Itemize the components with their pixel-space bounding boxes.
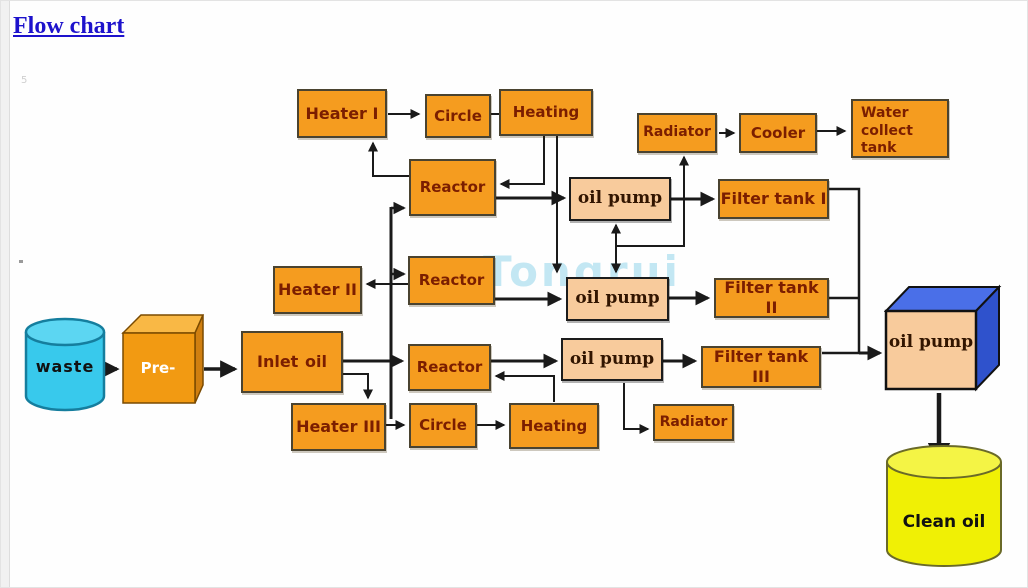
flow-chart-title-link[interactable]: Flow chart <box>13 13 125 39</box>
filter-tank2-label: Filter tank II <box>724 278 819 317</box>
filter-tank1-label: Filter tank I <box>720 189 827 208</box>
radiator1-label: Radiator <box>643 124 711 141</box>
line-filter1-to-spine <box>829 187 861 353</box>
reactor2-box: Reactor <box>408 256 495 305</box>
arrow-oilpump3-to-radiator2 <box>623 383 650 434</box>
oilpump2-box: oil pump <box>566 277 669 321</box>
big-oilpump-cube-shape: oil pump <box>883 284 1002 394</box>
waste-label: waste <box>35 357 95 376</box>
filter-tank3-label: Filter tank III <box>713 347 809 386</box>
big-oilpump-label: oil pump <box>888 332 974 352</box>
oilpump3-box: oil pump <box>561 338 663 381</box>
cylinder-graphic <box>24 317 106 412</box>
heater2-box: Heater II <box>273 266 362 314</box>
filter-tank3-box: Filter tank III <box>701 346 821 388</box>
heating1-label: Heating <box>512 103 580 122</box>
heating2-label: Heating <box>520 416 588 435</box>
clean-oil-label: Clean oil <box>902 512 986 532</box>
pre-treatment-cube-shape: Pre- <box>121 311 205 405</box>
oilpump1-label: oil pump <box>577 188 663 209</box>
filter-tank1-box: Filter tank I <box>718 179 829 219</box>
inlet-oil-label: oil <box>305 352 327 371</box>
arrow-heating1-to-reactor1 <box>499 136 545 189</box>
reactor2-label: Reactor <box>418 271 485 290</box>
water-collect-tank-box: Water collect tank <box>851 99 949 158</box>
oilpump2-label: oil pump <box>575 288 660 309</box>
inlet-oil-box: Inlet oil <box>241 331 343 393</box>
cooler-label: Cooler <box>750 123 806 142</box>
yellow-cylinder-graphic <box>886 445 1002 567</box>
heater3-label: Heater III <box>296 417 381 436</box>
heater1-label: Heater I <box>305 103 379 123</box>
radiator2-label: Radiator <box>659 413 728 430</box>
heater2-label: Heater II <box>278 280 357 299</box>
heating2-box: Heating <box>509 403 599 449</box>
arrow-inlet-to-heater3 <box>343 373 373 400</box>
waste-tank-shape: waste <box>23 315 107 414</box>
reactor1-label: Reactor <box>419 178 486 197</box>
arrow-heating2-to-reactor3 <box>494 371 555 402</box>
circle1-box: Circle <box>425 94 491 138</box>
cooler-box: Cooler <box>739 113 817 153</box>
circle2-box: Circle <box>409 403 477 448</box>
cube-graphic <box>121 314 205 404</box>
heating1-box: Heating <box>499 89 593 136</box>
circle1-label: Circle <box>434 106 482 125</box>
clean-oil-tank-shape: Clean oil <box>884 442 1004 570</box>
heater1-box: Heater I <box>297 89 387 138</box>
radiator2-box: Radiator <box>653 404 734 441</box>
reactor1-box: Reactor <box>409 159 496 216</box>
reactor3-label: Reactor <box>416 358 483 377</box>
heater3-box: Heater III <box>291 403 386 451</box>
reactor3-box: Reactor <box>408 344 491 391</box>
page-artifact-mark: 5 <box>21 75 28 86</box>
radiator1-box: Radiator <box>637 113 717 153</box>
page-artifact-dot <box>19 260 23 263</box>
filter-tank2-box: Filter tank II <box>714 278 829 318</box>
inlet-label: Inlet <box>257 352 299 371</box>
arrow-reactor1-to-heater1 <box>368 141 409 177</box>
arrow-to-radiator1 <box>616 155 689 247</box>
blue-cube-graphic <box>883 284 1002 392</box>
page-left-margin <box>1 1 10 587</box>
oilpump3-label: oil pump <box>569 348 655 369</box>
oilpump1-box: oil pump <box>569 177 671 221</box>
water-collect-tank-label: Water collect tank <box>861 105 914 156</box>
pre-label: Pre- <box>140 359 176 377</box>
circle2-label: Circle <box>419 416 467 435</box>
